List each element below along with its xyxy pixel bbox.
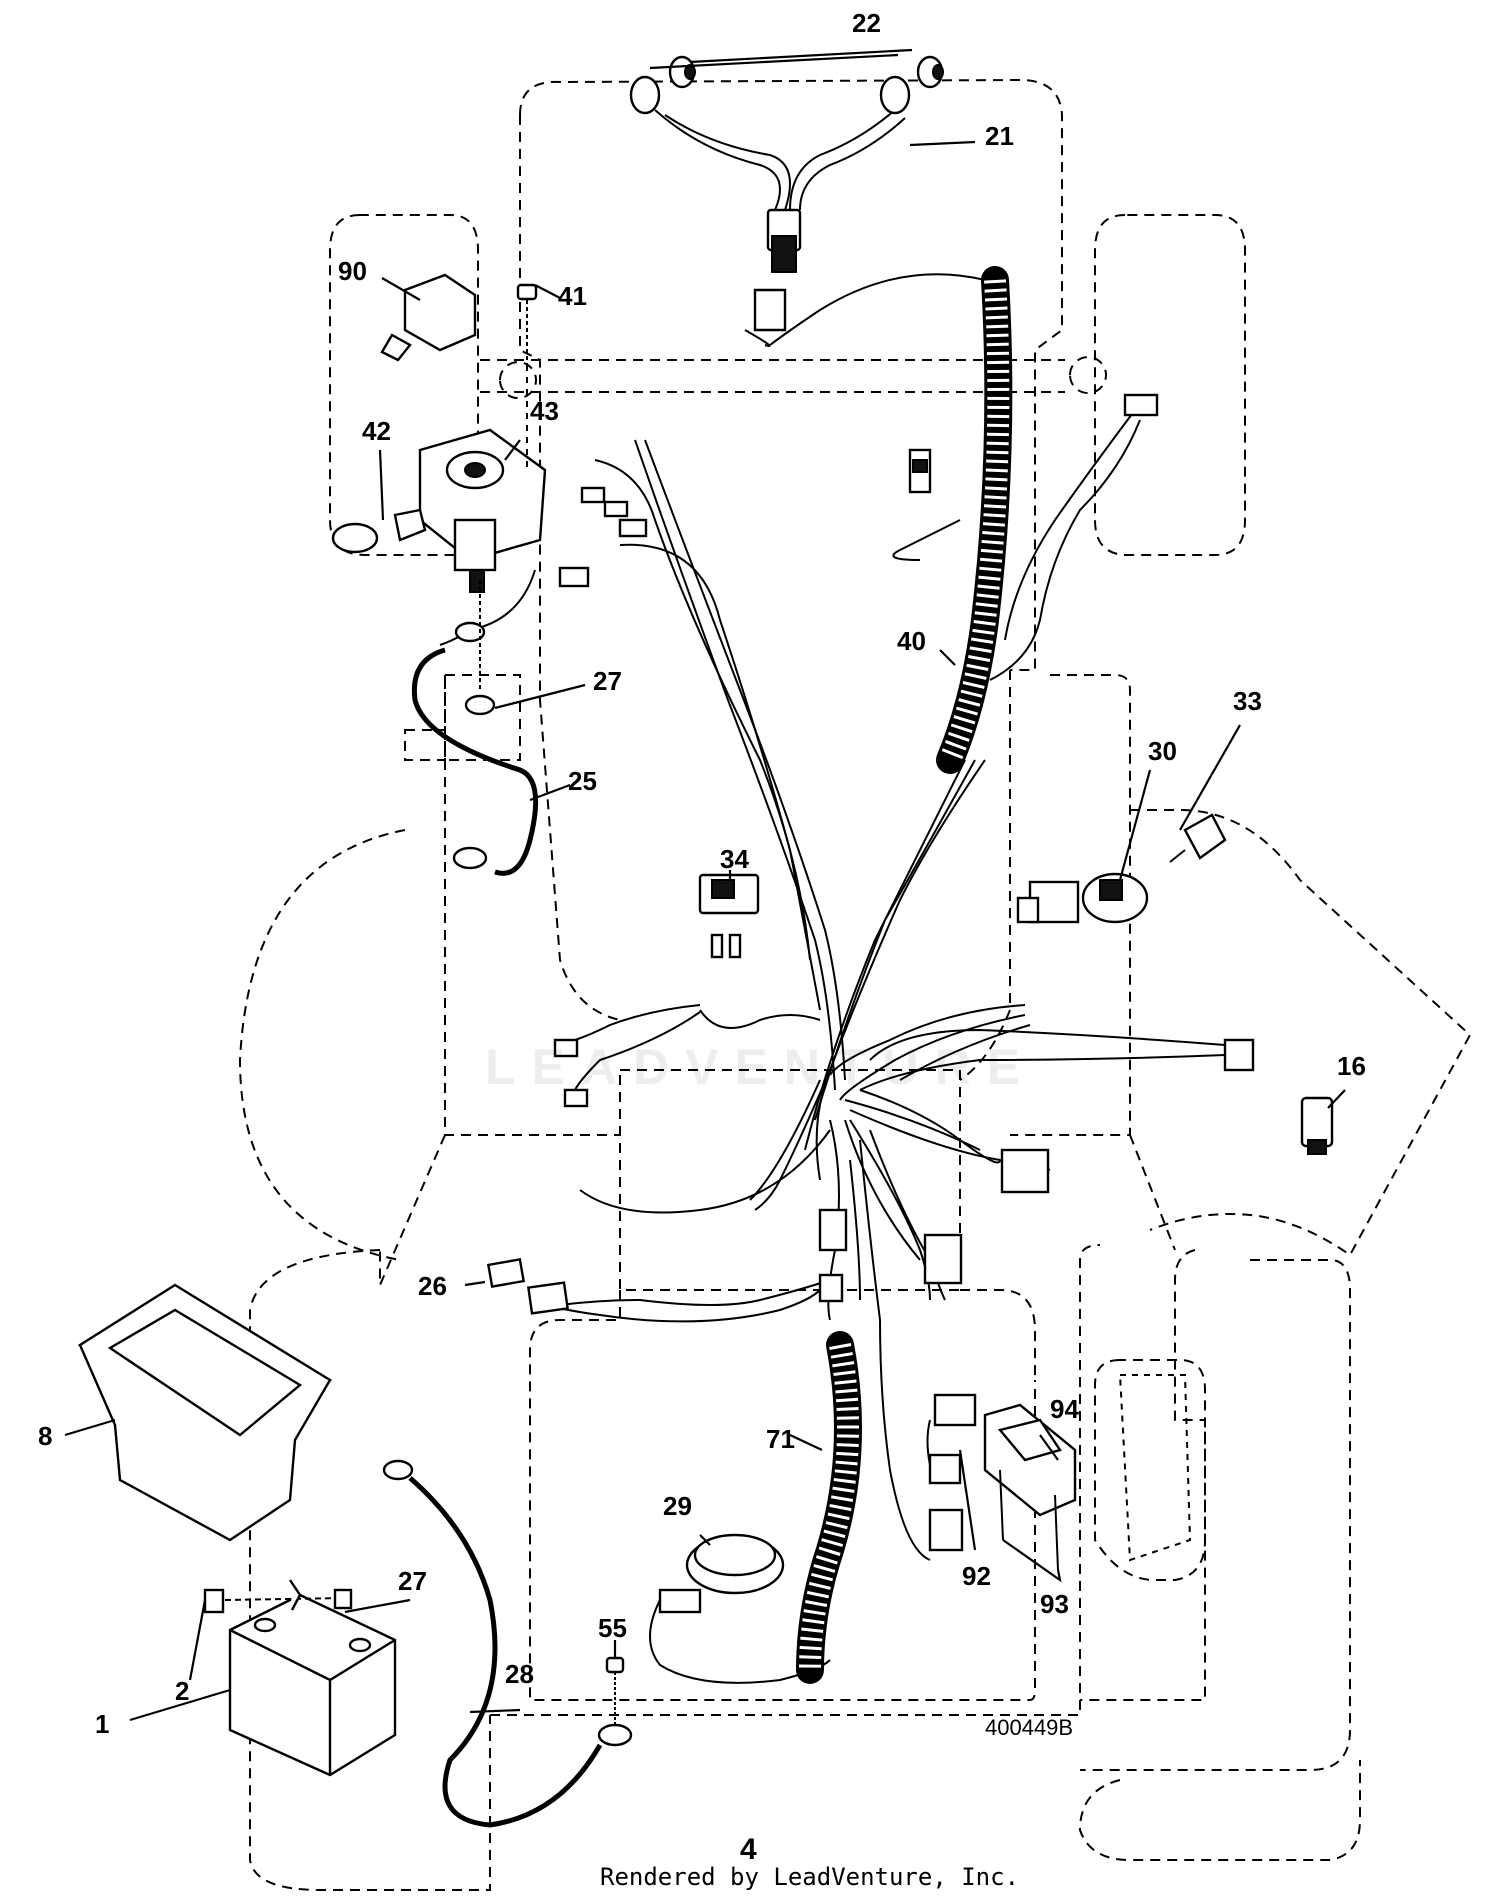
callout-71: 71 (766, 1424, 795, 1454)
ignition-key (1169, 813, 1227, 863)
callout-90: 90 (338, 256, 367, 286)
callout-16: 16 (1337, 1051, 1366, 1081)
harness-loom-71 (796, 1331, 862, 1684)
callout-2: 2 (175, 1676, 189, 1706)
callout-21: 21 (985, 121, 1014, 151)
callout-8: 8 (38, 1421, 52, 1451)
callout-22: 22 (852, 8, 881, 38)
callout-labels: 22 21 90 41 42 43 27 25 40 30 33 34 16 2… (38, 8, 1366, 1739)
callout-30: 30 (1148, 736, 1177, 766)
callout-93: 93 (1040, 1589, 1069, 1619)
ignition-switch (1016, 872, 1149, 924)
ground-cable-28 (382, 1459, 633, 1828)
callout-42: 42 (362, 416, 391, 446)
battery-bolt (203, 1579, 346, 1614)
callout-92: 92 (962, 1561, 991, 1591)
terminal-boot (331, 508, 427, 554)
plunger-switch (1300, 1096, 1334, 1155)
callout-1: 1 (95, 1709, 109, 1739)
ground-cable-25 (411, 621, 539, 876)
page-number: 4 (740, 1833, 757, 1866)
watermark: LEADVENTURE (485, 1039, 1037, 1095)
headlight-lamp-left (629, 55, 696, 115)
seat-switch (658, 1533, 785, 1614)
callout-27-upper: 27 (593, 666, 622, 696)
battery (228, 1593, 397, 1777)
callout-43: 43 (530, 396, 559, 426)
callout-34: 34 (720, 844, 749, 874)
leader-lines (64, 48, 1346, 1722)
callout-26: 26 (418, 1271, 447, 1301)
callout-28: 28 (505, 1659, 534, 1689)
harness-connectors (553, 393, 1255, 1552)
callout-29: 29 (663, 1491, 692, 1521)
starter-solenoid (418, 428, 547, 593)
drawing-number: 400449B (985, 1715, 1074, 1740)
headlight-harness (654, 109, 906, 332)
interlock-module (983, 1403, 1077, 1517)
callout-25: 25 (568, 766, 597, 796)
fuse-holder (486, 1257, 569, 1315)
battery-tray (77, 1283, 333, 1542)
callout-55: 55 (598, 1613, 627, 1643)
callout-40: 40 (897, 626, 926, 656)
solenoid-cover (380, 273, 477, 362)
callout-94: 94 (1050, 1394, 1079, 1424)
callout-27-lower: 27 (398, 1566, 427, 1596)
harness-loom-40 (936, 266, 1013, 774)
nut-27-upper (464, 580, 496, 716)
callout-41: 41 (558, 281, 587, 311)
headlight-lamp-right (879, 55, 944, 115)
rocker-switch (698, 873, 760, 959)
tractor-outline (238, 78, 1472, 1891)
carriage-bolt (516, 283, 538, 470)
module-screws (999, 1469, 1059, 1571)
rendered-by-footer: Rendered by LeadVenture, Inc. (600, 1863, 1020, 1891)
nut-27-lower (333, 1588, 353, 1610)
callout-33: 33 (1233, 686, 1262, 716)
